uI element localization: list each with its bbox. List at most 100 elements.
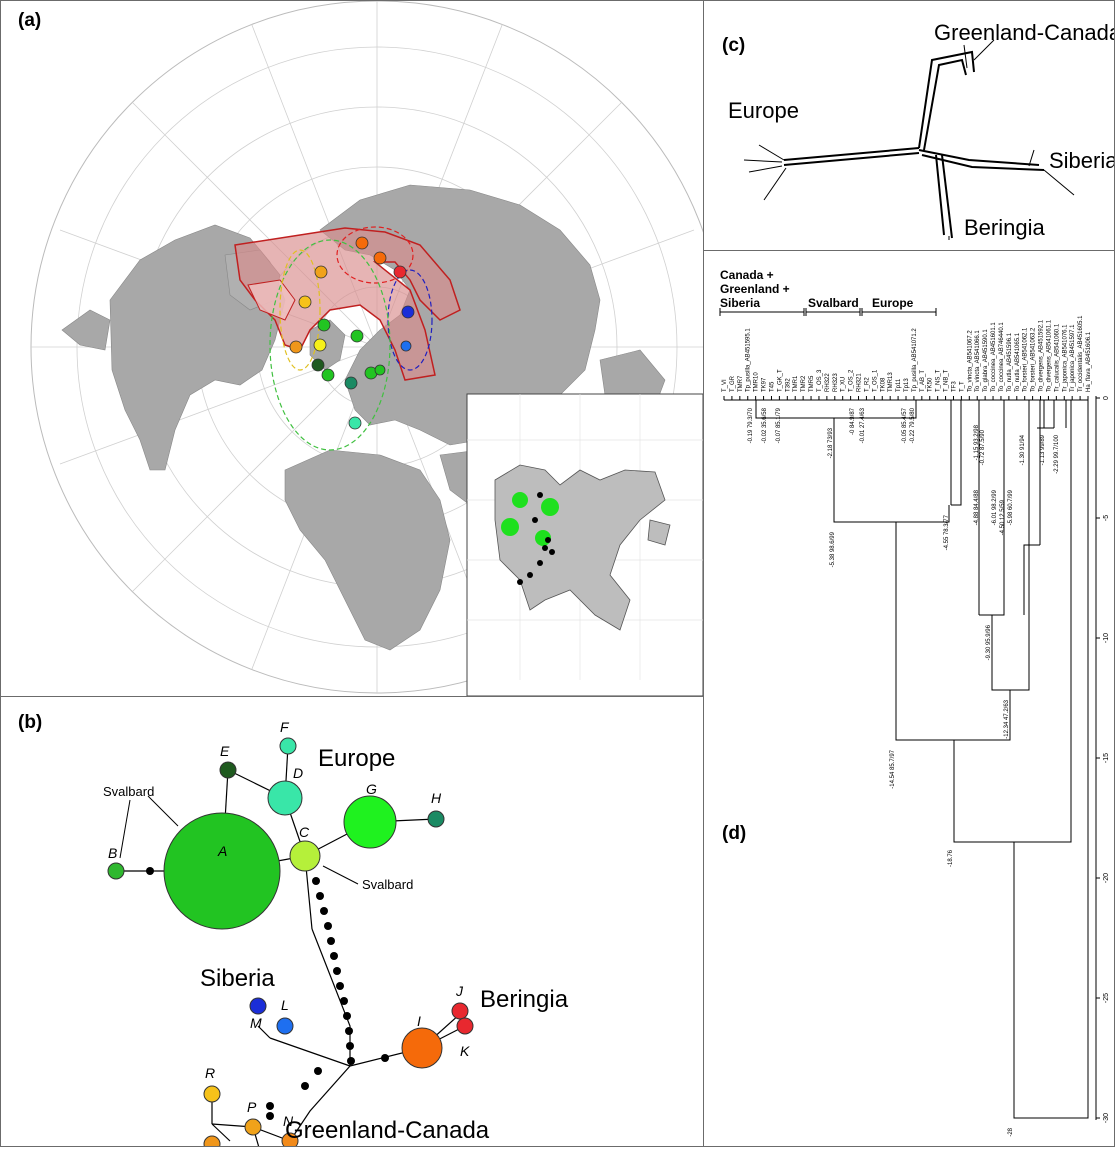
hap-label-E: E [220,743,230,759]
region-greenland-canada: Greenland-Canada [285,1117,490,1144]
axis-tick-label: -10 [1103,633,1110,643]
taxon-label: T_NS_T [936,369,942,392]
taxon-label: TK50 [928,377,934,392]
taxon-label: Tr_occidentalis_AB451605.1 [1078,315,1084,392]
node-label: -0.22 79.5/80 [910,407,916,443]
svalbard-label-left: Svalbard [103,784,154,799]
node-label: -0.02 35.6/58 [762,407,768,443]
divider-horizontal-right [704,250,1115,251]
taxon-label: To_nutla_AB451596.1 [1007,332,1013,392]
node-label: -5.98 60.7/99 [1008,489,1014,525]
taxon-label: Tp13 [904,378,910,392]
taxon-label: TF3 [951,381,957,392]
network-intermediate-nodes [146,867,389,1120]
taxon-label: T_VI [722,379,728,392]
c-region-europe: Europe [728,98,799,123]
node-label: -0.19 79.3/70 [748,407,754,443]
map-sample-points [289,236,415,430]
node-label: -1.15 93.2/98 [974,424,980,460]
time-axis-ticks: 0 -5 -10 -15 -20 -25 -30 [1096,396,1110,1123]
polar-map-svg [30,0,724,697]
node-label: -12.34 47.2/63 [1004,699,1010,738]
taxon-label: To_divergens_AB541061.1 [1046,319,1052,392]
taxon-label: TMR13 [888,372,894,392]
taxon-label: T_OS_3 [817,369,823,392]
node-label: -0.05 85.4/57 [902,407,908,443]
panel-c-splitnetwork: Greenland-Canada Europe Siberia Beringia… [704,0,1115,250]
taxon-label: T_GK_T [777,369,783,392]
taxon-label: TMR7 [738,375,744,392]
taxon-label: Tp11 [896,378,902,392]
hap-label-M: M [250,1015,262,1031]
taxon-label: T_GR [730,375,736,392]
taxon-label: Ha_flava_AB451606.1 [1086,331,1092,392]
group-europe: Europe [872,296,914,310]
hap-label-P: P [247,1099,257,1115]
region-beringia: Beringia [480,986,569,1013]
group-svalbard: Svalbard [808,296,859,310]
taxon-label: T_XU [841,377,847,392]
hap-label-N: N [283,1113,294,1129]
node-label: -4.88 84.4/88 [974,489,980,525]
hap-label-I: I [417,1013,421,1029]
taxon-label: TK08 [880,377,886,392]
node-label: -5.38 98.6/99 [830,531,836,567]
taxon-label: Tp_pusilla_AB541071.2 [912,328,918,392]
axis-tick-label: -15 [1103,753,1110,763]
taxon-label: TMR1 [793,375,799,392]
taxon-label: RH321 [857,373,863,392]
taxon-label: To_forsteri_AB541063.2 [1031,327,1037,392]
frame-top [0,0,1115,1]
node-label: -0.72 87.5/90 [980,429,986,465]
node-label: -18.76 [948,849,954,867]
c-region-beringia: Beringia [964,215,1045,240]
axis-tick-label: -5 [1103,515,1110,521]
node-label: -6.01 98.2/99 [992,489,998,525]
axis-tick-label: -20 [1103,873,1110,883]
taxon-label: T_T [959,381,965,392]
axis-tick-label: -30 [1103,1113,1110,1123]
node-label: -0.01 27.4/63 [860,407,866,443]
node-label: -2.29 99.7/100 [1054,434,1060,473]
axis-tick-label: 0 [1103,396,1110,400]
node-label: -0.07 85.1/79 [776,407,782,443]
taxon-label: To_coccinea_AB451601.1 [991,322,997,392]
region-siberia: Siberia [200,965,275,992]
taxon-label: To_divergens_AB451592.1 [1039,319,1045,392]
c-region-siberia: Siberia [1049,148,1115,173]
taxon-label: T45 [769,381,775,392]
node-label: -1.13 99/89 [1040,434,1046,465]
axis-tick-label: -25 [1103,993,1110,1003]
divider-horizontal-left [0,696,704,697]
hap-label-K: K [460,1043,470,1059]
hap-label-D: D [293,765,303,781]
hap-label-C: C [299,824,310,840]
taxon-label: T_R2 [864,377,870,392]
region-europe: Europe [318,745,395,772]
taxon-label: To_glabra_AB451590.1 [983,329,989,392]
taxon-label: Tr_japonica_AB451597.1 [1070,324,1076,392]
node-label: -9.30 95.9/96 [986,624,992,660]
taxon-label: To_nutla_AB541065.1 [1015,332,1021,392]
hap-label-J: J [455,983,464,999]
panel-b-network: A B C D E F G H I J K L M N O P Q R Euro… [0,696,704,1152]
hap-label-R: R [205,1065,215,1081]
taxon-label: To_vincta_AB541066.1 [975,330,981,392]
hap-label-F: F [280,719,290,735]
panel-d-tree: Canada + Greenland + Siberia Svalbard Eu… [704,250,1115,1147]
hap-label-L: L [281,997,289,1013]
panel-label-a: (a) [18,10,42,31]
taxon-label: Tp_pusilla_AB451595.1 [746,328,752,392]
taxon-label: T_OS_2 [849,369,855,392]
taxon-label: RH323 [833,373,839,392]
hap-label-G: G [366,781,377,797]
c-region-greenland-canada: Greenland-Canada [934,20,1115,45]
node-label: -4.50 12.5/59 [1000,499,1006,535]
hap-label-B: B [108,845,117,861]
node-label: -14.54 85.7/97 [890,749,896,788]
divider-vertical [703,0,704,1147]
svalbard-label-right: Svalbard [362,877,413,892]
taxon-label: TK97 [762,377,768,392]
